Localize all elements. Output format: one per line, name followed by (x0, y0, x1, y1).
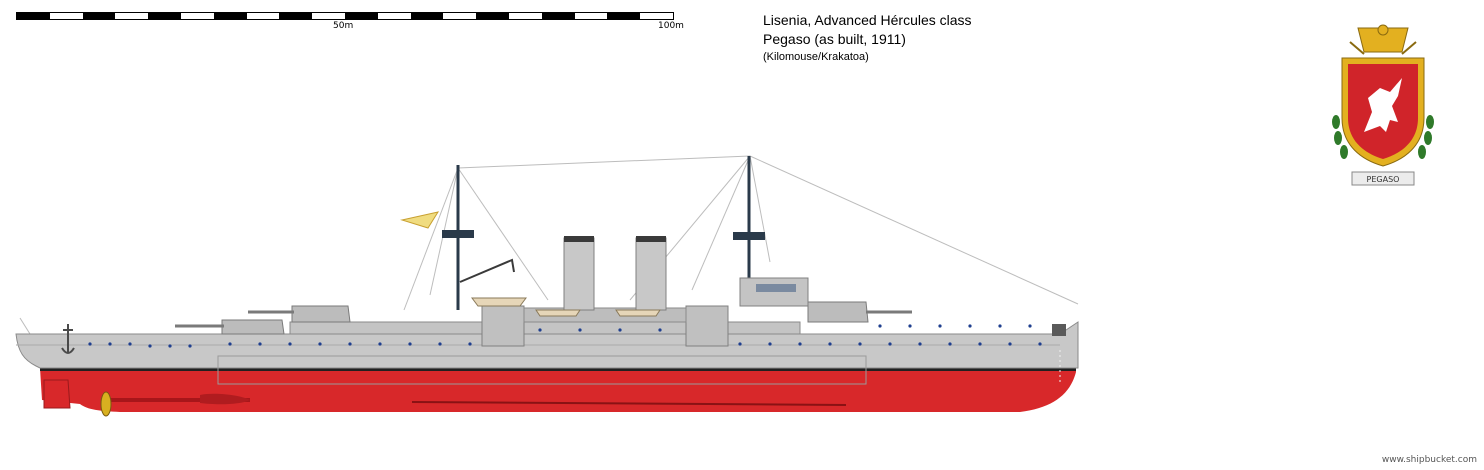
bow-crest-icon (1052, 324, 1066, 336)
scale-segment (607, 13, 641, 19)
turret-aft-1 (221, 319, 285, 335)
crest-banner (1351, 171, 1415, 186)
class-title: Lisenia, Advanced Hércules class (763, 12, 972, 28)
turret-aft-2 (291, 305, 351, 323)
anchor-icon (61, 324, 75, 354)
ensign-flag (400, 211, 440, 229)
site-credit: www.shipbucket.com (1381, 455, 1477, 465)
scale-segment (410, 13, 444, 19)
masts (456, 156, 751, 310)
ship-name: Pegaso (as built, 1911) (763, 31, 906, 47)
scale-segment (148, 13, 181, 19)
shaft-bracket (200, 393, 250, 405)
funnel-cap-aft (564, 236, 594, 242)
funnel-cap-fore (636, 236, 666, 242)
propeller (100, 391, 112, 417)
scale-label-50m: 50m (333, 21, 354, 31)
funnel-aft (563, 237, 595, 311)
pegasus-icon (1364, 78, 1402, 132)
crest-crown (1349, 24, 1417, 55)
scale-segment (213, 13, 247, 19)
bilge-keel (411, 401, 847, 406)
funnel-fore (635, 237, 667, 311)
title-block: Lisenia, Advanced Hércules class Pegaso … (763, 11, 972, 66)
scale-segment (345, 13, 378, 19)
scale-segment (476, 13, 509, 19)
armour-belt (217, 355, 867, 385)
main-turrets (221, 301, 869, 335)
scale-segment (541, 13, 575, 19)
author-credit: (Kilomouse/Krakatoa) (763, 51, 869, 63)
scale-segment (17, 13, 50, 19)
scale-segment (82, 13, 116, 19)
crest-banner-text: PEGASO (1367, 175, 1400, 184)
scale-label-100m: 100m (658, 21, 684, 31)
rudder (43, 379, 71, 409)
portholes (88, 324, 1042, 348)
lower-hull (40, 368, 1076, 412)
scale-bar (16, 12, 674, 20)
boat-crane (459, 258, 515, 283)
ship-crest: PEGASO (1332, 24, 1434, 186)
bridge-windows (756, 284, 796, 292)
gun-barrels (175, 310, 912, 328)
funnels (563, 236, 667, 311)
mast-tops (442, 230, 765, 240)
turret-fore (807, 301, 869, 323)
casemate-block-2 (685, 305, 729, 347)
casemate-block-1 (481, 305, 525, 347)
laurel-wreath (1332, 115, 1434, 159)
ship-boats (471, 297, 661, 317)
scale-segment (279, 13, 313, 19)
rigging (19, 155, 1079, 335)
